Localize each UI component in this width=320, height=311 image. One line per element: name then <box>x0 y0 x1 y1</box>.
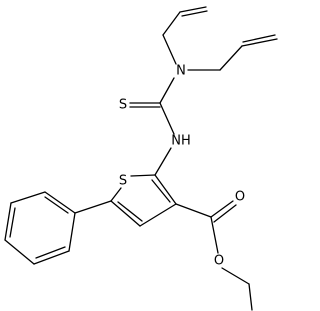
bond-ph-c4-c5 <box>4 239 35 265</box>
bond-c5-c4 <box>110 200 141 227</box>
bond-c2-s1 <box>130 174 156 177</box>
bond-allyl2-ch-ch2-double <box>242 34 276 43</box>
bond-c5-c4-double <box>117 201 143 222</box>
bond-allyl2-ch2-ch <box>219 45 243 71</box>
bond-cthio-nh <box>159 102 175 135</box>
atom-nh: NH <box>171 134 191 149</box>
bond-ph-c1-c2-double <box>44 196 69 214</box>
atom-s-thiocarbonyl: S <box>119 98 127 113</box>
bond-c4-c3 <box>139 203 177 227</box>
bond-ccarbonyl-oester <box>210 216 219 254</box>
atom-s-ring: S <box>119 174 127 189</box>
bond-ph-c3-c4-double <box>9 207 16 238</box>
bond-ph-c3-c4 <box>4 202 12 241</box>
bond-ch2-ch3 <box>248 283 253 311</box>
atom-o-ester: O <box>214 254 224 269</box>
atom-o-carbonyl: O <box>235 190 245 205</box>
atom-n-amine: N <box>176 64 186 79</box>
bond-allyl1-ch-ch2 <box>179 6 207 13</box>
bond-ph-c5-c6-double <box>35 246 66 259</box>
bond-n-allyl1-ch2 <box>162 34 177 65</box>
bond-c3-c2 <box>154 174 177 205</box>
bond-nh-c2 <box>154 147 172 176</box>
bond-s1-c5 <box>110 187 122 202</box>
bond-allyl1-ch2-ch <box>162 11 181 36</box>
bond-ccarbonyl-o-double-2 <box>213 204 237 223</box>
bond-c3-c2-double <box>151 179 171 203</box>
bond-oester-ch2 <box>221 267 250 285</box>
bond-allyl1-ch-ch2-double <box>181 10 208 17</box>
bond-ccarbonyl-o-double <box>210 200 234 218</box>
bond-c3-ccarbonyl <box>175 203 212 218</box>
bond-ph-c1-c2 <box>44 191 76 214</box>
bond-ph-c2-c3 <box>10 191 46 204</box>
bond-c5-phenyl <box>74 200 112 214</box>
molecule-structure: N S NH S O O <box>4 6 278 311</box>
bond-ph-c6-c1 <box>68 212 76 252</box>
bond-ph-c5-c6 <box>33 250 70 265</box>
bond-n-cthio <box>159 77 175 104</box>
bond-allyl2-ch-ch2 <box>241 38 278 47</box>
